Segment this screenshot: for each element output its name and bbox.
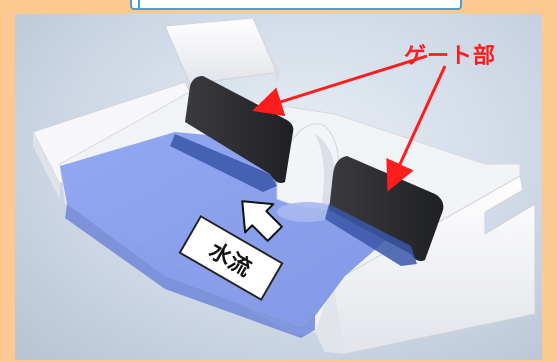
left-gate-submerged xyxy=(170,134,277,192)
water-surface xyxy=(60,132,410,326)
arrow-up-right-icon xyxy=(241,200,283,242)
right-gate xyxy=(329,156,444,262)
left-gate xyxy=(185,76,294,183)
back-wall-right xyxy=(253,18,280,84)
right-wall-face xyxy=(315,282,345,354)
gate-label: ゲート部 xyxy=(404,44,497,69)
red-arrow-right xyxy=(386,65,447,192)
caption-input[interactable] xyxy=(130,0,462,10)
left-flange-edge xyxy=(33,132,60,200)
back-wall xyxy=(164,17,281,85)
red-arrow-left xyxy=(252,54,428,117)
text-caret xyxy=(138,0,140,8)
right-gate-submerged xyxy=(325,204,417,266)
water-front-lip xyxy=(65,204,315,338)
center-basin xyxy=(277,202,337,222)
channel-diagram xyxy=(32,17,536,355)
